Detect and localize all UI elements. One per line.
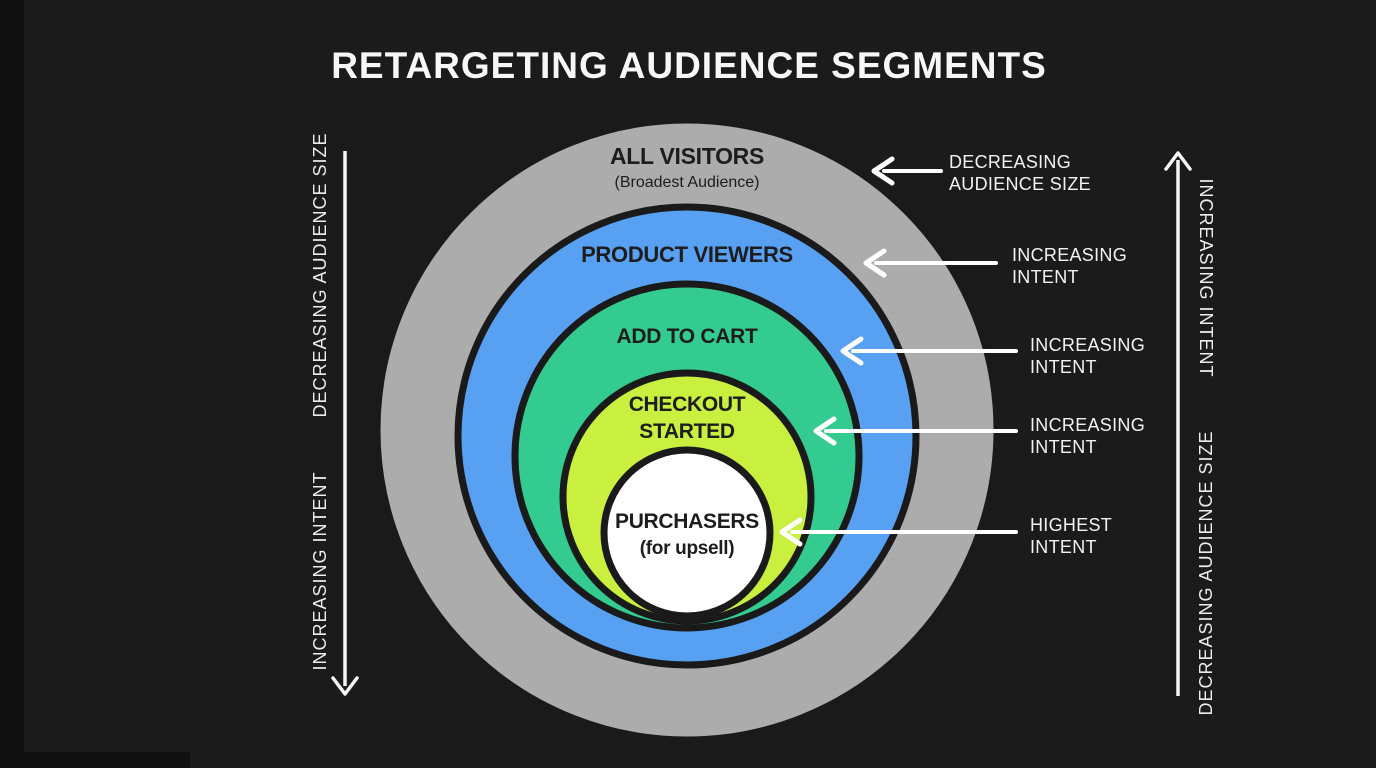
callout-3-line1: INCREASING xyxy=(1030,335,1145,355)
bottom-edge-shade xyxy=(0,752,190,768)
callout-3-arrow-head-icon xyxy=(840,336,864,366)
ring-purchasers xyxy=(600,446,774,620)
right-axis: INCREASING INTENT DECREASING AUDIENCE SI… xyxy=(1164,151,1216,716)
callout-4-line1: INCREASING xyxy=(1030,415,1145,435)
label-product-viewers: PRODUCT VIEWERS xyxy=(581,242,793,267)
callout-decreasing-audience-size: DECREASING AUDIENCE SIZE xyxy=(871,152,1091,194)
callout-2-line2: INTENT xyxy=(1012,267,1079,287)
page-title: RETARGETING AUDIENCE SEGMENTS xyxy=(331,45,1047,86)
left-axis-down-arrow-icon xyxy=(331,676,359,696)
callout-1-arrow-head-icon xyxy=(871,156,895,186)
callout-1-line1: DECREASING xyxy=(949,152,1071,172)
callout-3-line2: INTENT xyxy=(1030,357,1097,377)
callout-increasing-intent-1: INCREASING INTENT xyxy=(863,245,1127,287)
sublabel-purchasers: (for upsell) xyxy=(640,538,735,559)
callout-4-line2: INTENT xyxy=(1030,437,1097,457)
left-edge-shade xyxy=(0,0,24,768)
funnel-labels: ALL VISITORS (Broadest Audience) PRODUCT… xyxy=(581,143,793,559)
label-purchasers: PURCHASERS xyxy=(615,510,759,533)
callout-highest-intent: HIGHEST INTENT xyxy=(779,515,1112,557)
callout-5-arrow-head-icon xyxy=(779,517,803,547)
left-axis: DECREASING AUDIENCE SIZE INCREASING INTE… xyxy=(310,132,359,696)
left-axis-upper-label: DECREASING AUDIENCE SIZE xyxy=(310,132,330,417)
callout-2-line1: INCREASING xyxy=(1012,245,1127,265)
right-axis-up-arrow-icon xyxy=(1164,151,1192,171)
left-axis-lower-label: INCREASING INTENT xyxy=(310,471,330,670)
label-checkout-line1: CHECKOUT xyxy=(629,393,746,416)
callout-increasing-intent-3: INCREASING INTENT xyxy=(813,415,1145,457)
label-all-visitors: ALL VISITORS xyxy=(610,143,764,169)
label-checkout-line2: STARTED xyxy=(639,420,735,443)
callout-4-arrow-head-icon xyxy=(813,416,837,446)
right-axis-upper-label: INCREASING INTENT xyxy=(1196,178,1216,377)
callout-5-line1: HIGHEST xyxy=(1030,515,1112,535)
callout-5-line2: INTENT xyxy=(1030,537,1097,557)
callout-1-line2: AUDIENCE SIZE xyxy=(949,174,1091,194)
label-add-to-cart: ADD TO CART xyxy=(617,325,758,348)
right-axis-lower-label: DECREASING AUDIENCE SIZE xyxy=(1196,430,1216,715)
callout-2-arrow-head-icon xyxy=(863,248,887,278)
callout-increasing-intent-2: INCREASING INTENT xyxy=(840,335,1145,377)
sublabel-all-visitors: (Broadest Audience) xyxy=(615,174,760,191)
